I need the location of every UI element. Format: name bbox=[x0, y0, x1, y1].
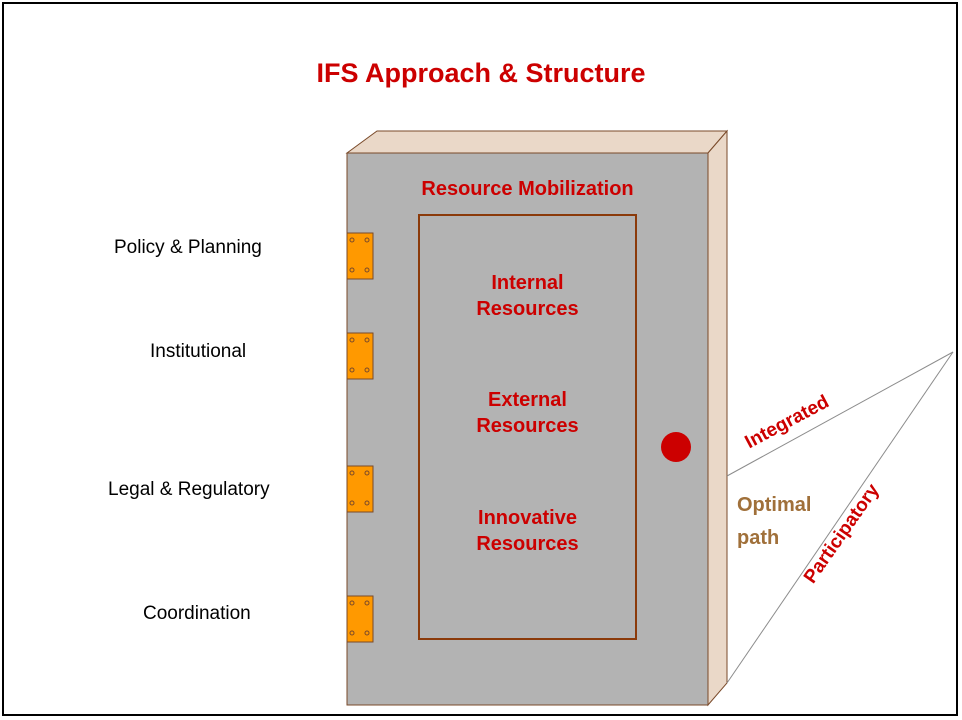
optimal-path-line1: Optimal bbox=[737, 494, 812, 516]
hinge bbox=[346, 595, 374, 643]
hinge bbox=[346, 332, 374, 380]
door-side-face bbox=[707, 129, 728, 707]
door-top-face bbox=[345, 130, 729, 154]
internal-resources-line1: Internal bbox=[491, 272, 564, 294]
door-inner-panel bbox=[418, 214, 637, 640]
internal-resources-line2: Resources bbox=[476, 298, 579, 320]
slide-title: IFS Approach & Structure bbox=[316, 58, 646, 88]
optimal-path-line2: path bbox=[737, 527, 780, 549]
door-knob bbox=[661, 432, 691, 462]
innovative-resources-line1: Innovative bbox=[478, 507, 577, 529]
external-resources-label: External Resources bbox=[419, 387, 636, 439]
door-front bbox=[346, 152, 709, 706]
resource-mobilization-label: Resource Mobilization bbox=[421, 178, 634, 200]
internal-resources-label: Internal Resources bbox=[419, 270, 636, 322]
hinge-label-coordination: Coordination bbox=[143, 603, 251, 624]
hinge bbox=[346, 465, 374, 513]
innovative-resources-label: Innovative Resources bbox=[419, 505, 636, 557]
external-resources-line2: Resources bbox=[476, 415, 579, 437]
hinge-label-legal-regulatory: Legal & Regulatory bbox=[108, 479, 270, 500]
innovative-resources-line2: Resources bbox=[476, 533, 579, 555]
hinge bbox=[346, 232, 374, 280]
integrated-line bbox=[726, 351, 954, 477]
external-resources-line1: External bbox=[488, 389, 567, 411]
hinge-label-policy-planning: Policy & Planning bbox=[114, 237, 262, 258]
hinge-label-institutional: Institutional bbox=[150, 341, 247, 362]
optimal-path-label: Optimal path bbox=[737, 489, 811, 555]
participatory-line bbox=[726, 351, 954, 684]
